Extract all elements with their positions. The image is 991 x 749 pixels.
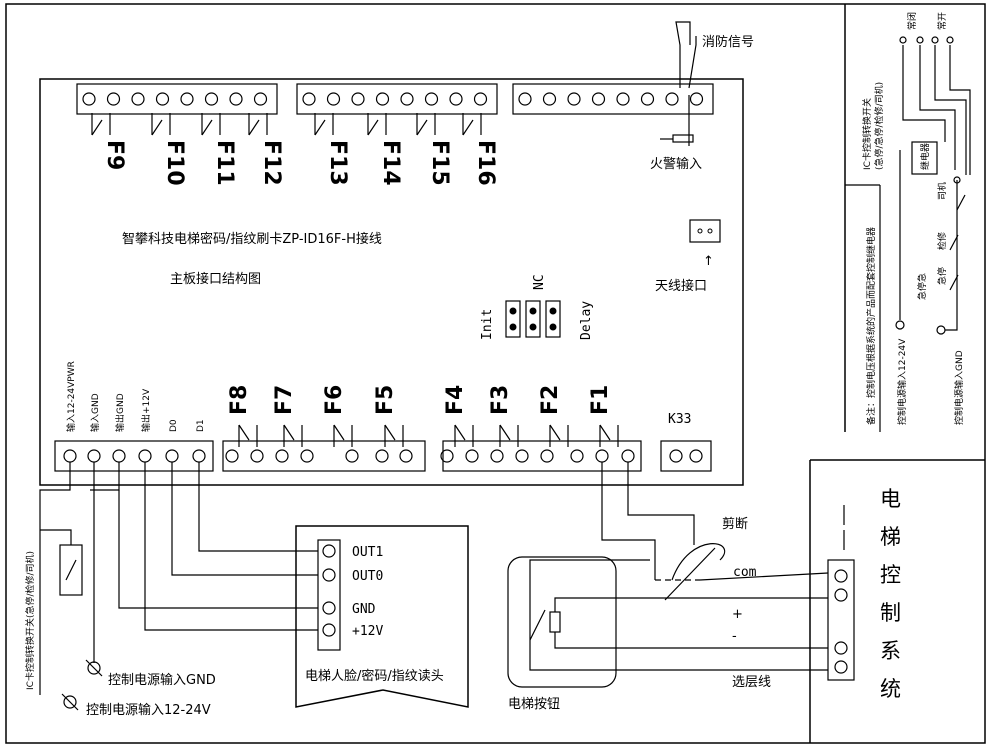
top-relay-label: F14 (378, 140, 403, 186)
k33-label: K33 (668, 412, 691, 427)
top-relay-label: F16 (473, 140, 498, 186)
bottom-relay-label: F8 (227, 385, 252, 415)
bottom-left-wiring (39, 462, 318, 711)
power-terminals (63, 449, 206, 463)
bottom-relay-label: F4 (443, 385, 468, 415)
bottom-relay-group: F8 F7 F6 F5 F4 F3 F2 F1 (222, 385, 642, 472)
up-arrow-icon: ↑ (703, 254, 714, 269)
plus-label: + (732, 607, 743, 622)
rp-relay-label: 继电器 (919, 143, 931, 170)
k33-connector (660, 440, 712, 472)
power-terminal-label: 输入12-24VPWR (65, 361, 77, 432)
reader-pin-label: +12V (352, 624, 383, 639)
reader-shape (295, 525, 469, 708)
fire-input-label: 火警输入 (650, 156, 702, 172)
page-subtitle: 主板接口结构图 (170, 271, 261, 287)
fire-signal-label: 消防信号 (702, 34, 754, 50)
minus-label: - (732, 629, 737, 644)
page-title: 智攀科技电梯密码/指纹刷卡ZP-ID16F-H接线 (122, 231, 382, 247)
main-board (39, 78, 744, 486)
top-terminal-block-2 (296, 83, 498, 115)
gnd-in-label: 控制电源输入GND (108, 672, 216, 688)
elevator-control-char: 梯 (880, 525, 901, 549)
elevator-button-wiring (507, 462, 829, 688)
top-relay-label: F15 (427, 140, 452, 186)
rp-v-in: 控制电源输入12-24V (896, 338, 908, 425)
power-terminal-label: D1 (196, 419, 206, 432)
reader-terminal (317, 539, 341, 651)
rp-switch-sub: (急停/急停/检修/司机) (873, 82, 885, 170)
antenna-label: 天线接口 (655, 278, 707, 294)
right-panel (845, 36, 971, 432)
top-relay-label: F10 (162, 140, 187, 186)
top-relay-label: F11 (212, 140, 237, 186)
reader-pin-label: GND (352, 602, 376, 617)
rp-label-4: 急停 (936, 267, 948, 285)
top-relay-label: F9 (102, 140, 127, 170)
cut-label: 剪断 (722, 516, 748, 532)
rp-label-0: 常闭 (906, 12, 918, 30)
power-terminal-label: 输出+12V (140, 388, 152, 432)
reader-pin-label: OUT0 (352, 569, 383, 584)
top-relay-label: F13 (325, 140, 350, 186)
bottom-relay-label: F5 (373, 385, 398, 415)
jumper-block (505, 300, 561, 338)
elevator-control-char: 统 (880, 677, 901, 701)
rp-label-3: 检修 (936, 232, 948, 250)
rp-label-1: 常开 (936, 12, 948, 30)
jumper-delay-label: Delay (579, 301, 594, 340)
elevator-control-char: 系 (880, 639, 901, 663)
elevator-button-label: 电梯按钮 (508, 697, 560, 712)
reader-name: 电梯人脸/密码/指纹读头 (305, 668, 444, 684)
power-terminal-label: D0 (169, 419, 179, 432)
bottom-relay-label: F1 (588, 385, 613, 415)
left-switch-label: IC卡控制转换开关(急停/检修/司机) (24, 551, 36, 690)
outer-frame (5, 3, 986, 744)
power-terminal-label: 输入GND (89, 393, 101, 432)
power-terminal-labels: 输入12-24VPWR 输入GND 输出GND 输出+12V D0 D1 (65, 361, 206, 432)
top-terminal-block-3 (512, 83, 714, 115)
top-relay-group: F9 F10 F11 F12 F13 F14 F15 F16 (91, 113, 498, 186)
fire-signal-wiring (660, 21, 697, 146)
elevator-control-terminal (827, 559, 855, 681)
v-in-label: 控制电源输入12-24V (86, 702, 211, 718)
elevator-control-char: 控 (880, 563, 901, 587)
rp-gnd-in: 控制电源输入GND (953, 350, 965, 425)
top-relay-label: F12 (259, 140, 284, 186)
jumper-init-label: Init (480, 309, 495, 340)
reader-pin-label: OUT1 (352, 545, 383, 560)
bottom-relay-label: F3 (488, 385, 513, 415)
rp-switch-title: IC卡控制转换开关 (861, 98, 873, 170)
rp-note: 备注：控制电压根据系统的产品而配套控制继电器 (865, 227, 877, 425)
antenna-connector (689, 219, 721, 243)
bottom-relay-label: F2 (538, 385, 563, 415)
elevator-control-char: 制 (880, 601, 901, 625)
rp-label-2: 司机 (936, 182, 948, 200)
bottom-relay-label: F6 (322, 385, 347, 415)
jumper-nc-label: NC (532, 274, 547, 290)
floor-line-label: 选层线 (732, 675, 771, 690)
com-label: com (733, 565, 757, 580)
rp-label-5: 急停急 (916, 273, 928, 300)
elevator-control-char: 电 (880, 487, 901, 511)
power-terminal-block (54, 440, 214, 472)
bottom-relay-label: F7 (272, 385, 297, 415)
power-terminal-label: 输出GND (114, 393, 126, 432)
top-terminal-block-1 (76, 83, 278, 115)
